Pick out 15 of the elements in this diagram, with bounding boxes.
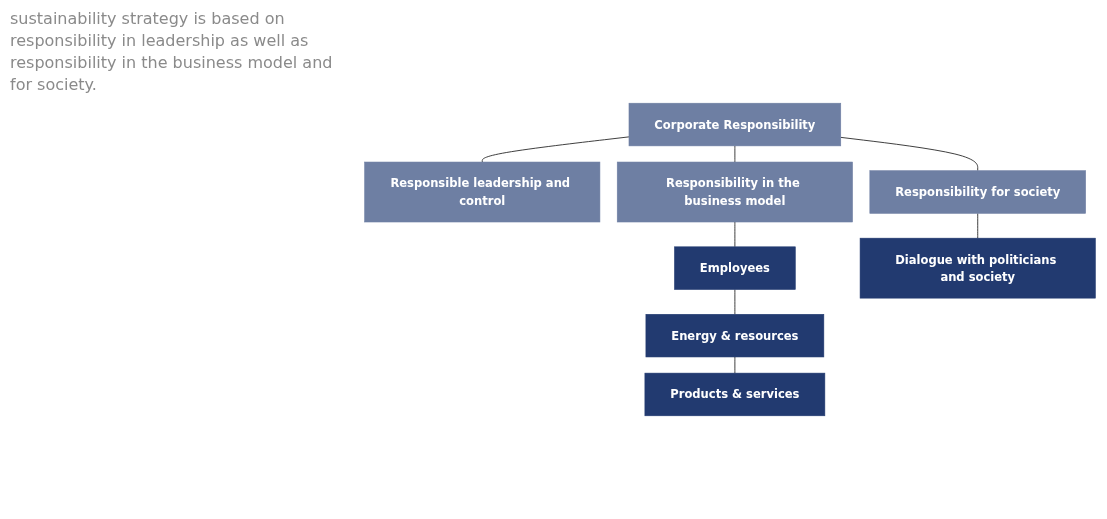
- connector: [481, 136, 630, 163]
- node-box: Responsibility for society: [869, 170, 1086, 214]
- node-box: Corporate Responsibility: [628, 102, 842, 147]
- node-box: Energy & resources: [645, 314, 825, 358]
- connector: [977, 212, 979, 239]
- node-box: Dialogue with politicians and society: [859, 237, 1096, 299]
- connector: [734, 221, 736, 248]
- node-box: Employees: [674, 246, 796, 290]
- description-text: sustainability strategy is based on responsibility in leadership as well as responsibility in the business model and for society.: [10, 8, 334, 96]
- node-box: Responsibility in the business model: [616, 161, 853, 223]
- connector: [840, 136, 979, 172]
- node-box: Responsible leadership and control: [364, 161, 601, 223]
- node-box: Products & services: [644, 372, 826, 417]
- connector: [734, 289, 736, 315]
- connector: [734, 356, 736, 374]
